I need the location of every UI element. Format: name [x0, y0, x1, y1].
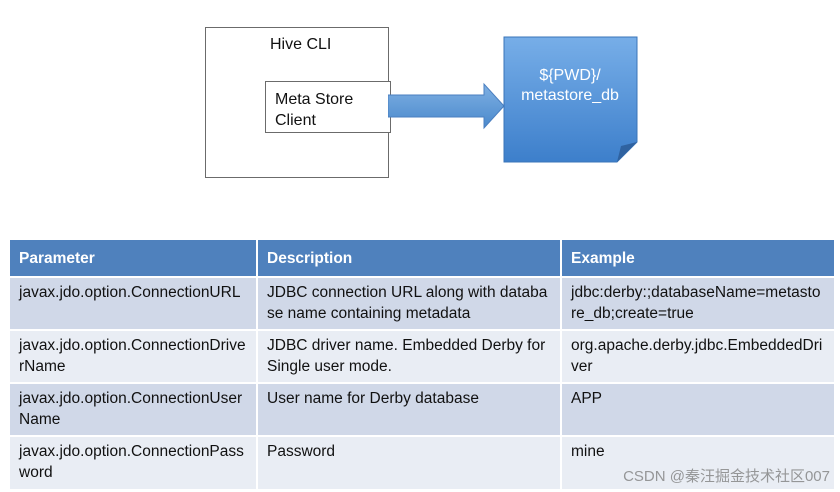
cell-parameter: javax.jdo.option.ConnectionURL [8, 276, 258, 331]
cell-description: JDBC driver name. Embedded Derby for Sin… [256, 329, 562, 384]
cell-description: JDBC connection URL along with database … [256, 276, 562, 331]
cell-example: APP [560, 382, 836, 437]
cell-example: jdbc:derby:;databaseName=metastore_db;cr… [560, 276, 836, 331]
arrow-icon [388, 82, 505, 130]
cell-parameter: javax.jdo.option.ConnectionDriverName [8, 329, 258, 384]
hive-cli-title: Hive CLI [270, 36, 332, 53]
cell-parameter: javax.jdo.option.ConnectionUserName [8, 382, 258, 437]
cell-parameter: javax.jdo.option.ConnectionPassword [8, 435, 258, 491]
cell-example: org.apache.derby.jdbc.EmbeddedDriver [560, 329, 836, 384]
metastore-config-table: Parameter Description Example javax.jdo.… [8, 238, 836, 491]
table-row: javax.jdo.option.ConnectionPassword Pass… [8, 435, 836, 491]
metastore-client-label-line2: Client [275, 112, 316, 129]
metastore-client-label-line1: Meta Store [275, 91, 354, 108]
metastore-db-label: ${PWD}/ metastore_db [503, 66, 637, 106]
table-header-row: Parameter Description Example [8, 238, 836, 278]
table-row: javax.jdo.option.ConnectionDriverName JD… [8, 329, 836, 384]
cell-example: mine [560, 435, 836, 491]
watermark: CSDN @秦汪掘金技术社区007 [623, 468, 830, 485]
table-row: javax.jdo.option.ConnectionURL JDBC conn… [8, 276, 836, 331]
metastore-db-document-icon [503, 36, 638, 163]
header-parameter: Parameter [8, 238, 258, 278]
header-description: Description [256, 238, 562, 278]
metastore-db-label-line2: metastore_db [521, 87, 619, 104]
metastore-client-box: Meta Store Client [265, 81, 391, 133]
header-example: Example [560, 238, 836, 278]
cell-description: Password [256, 435, 562, 491]
cell-description: User name for Derby database [256, 382, 562, 437]
table-row: javax.jdo.option.ConnectionUserName User… [8, 382, 836, 437]
metastore-db-label-line1: ${PWD}/ [539, 67, 601, 84]
